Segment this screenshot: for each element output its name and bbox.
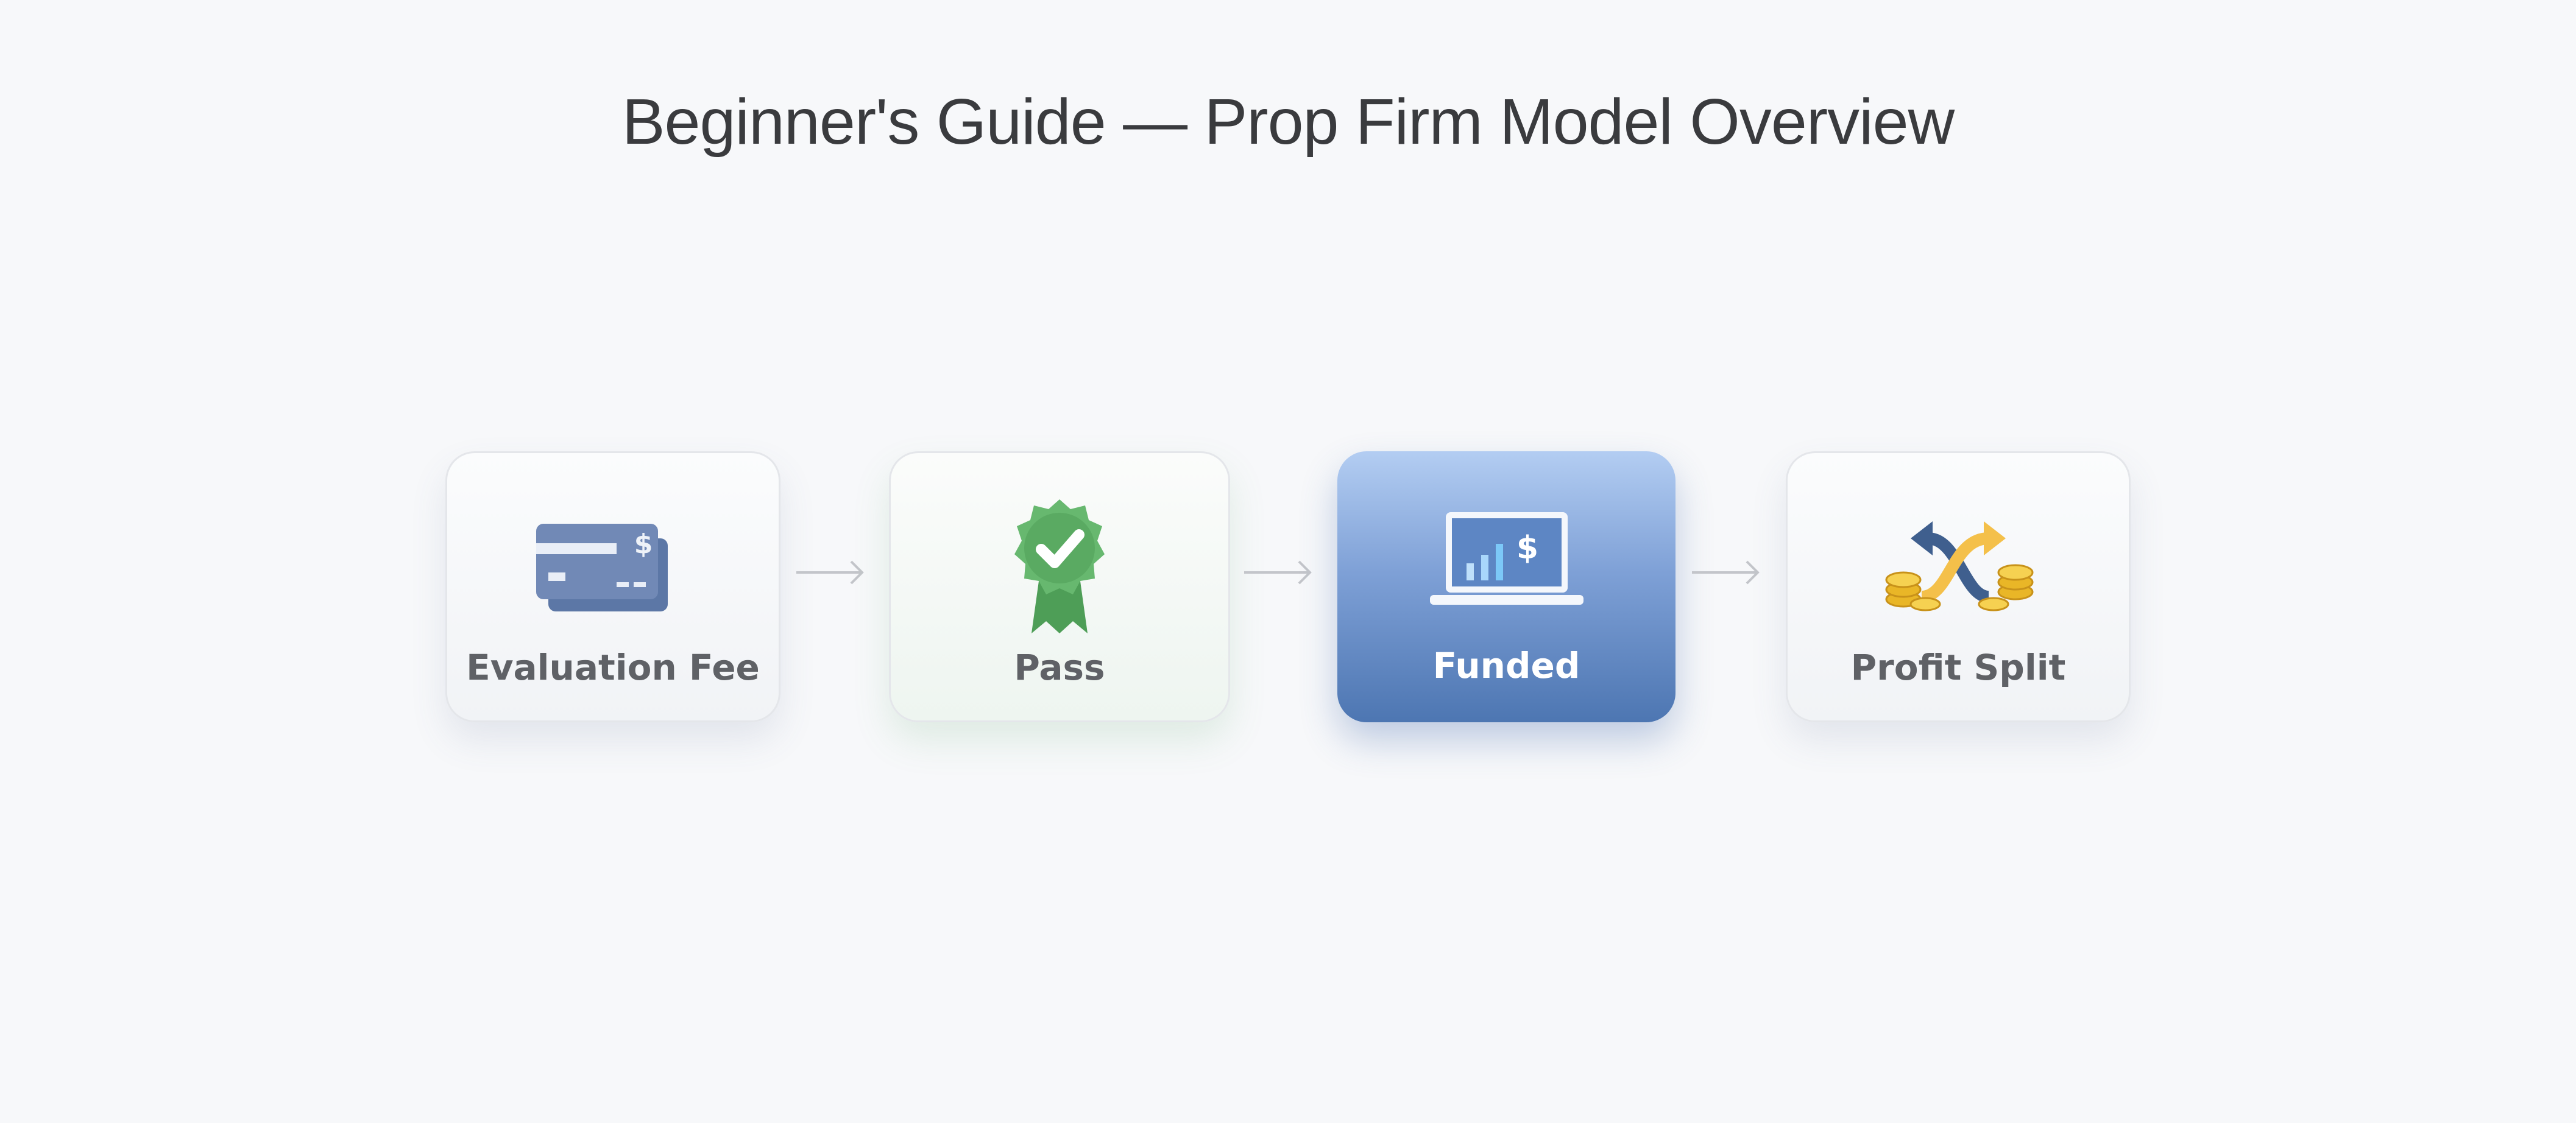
step-card-pass: Pass [889, 451, 1230, 722]
step-card-evaluation-fee: $ Evaluation Fee [445, 451, 780, 722]
page-title: Beginner's Guide — Prop Firm Model Overv… [621, 86, 1955, 158]
step-card-funded: $ Funded [1337, 451, 1675, 722]
check-badge-icon [1014, 499, 1105, 633]
credit-card-icon: $ [536, 524, 668, 611]
svg-text:$: $ [634, 529, 653, 560]
svg-text:$: $ [1516, 530, 1538, 566]
arrow-right-icon [1692, 560, 1760, 585]
step-card-profit-split: Profit Split [1786, 451, 2131, 722]
step-label: Evaluation Fee [466, 647, 760, 688]
coins-exchange-icon [1885, 521, 2034, 611]
arrow-right-icon [1244, 560, 1312, 585]
laptop-chart-icon: $ [1429, 512, 1583, 605]
step-label: Funded [1432, 645, 1580, 686]
step-label: Pass [1014, 647, 1105, 688]
step-label: Profit Split [1850, 647, 2066, 688]
arrow-right-icon [796, 560, 864, 585]
